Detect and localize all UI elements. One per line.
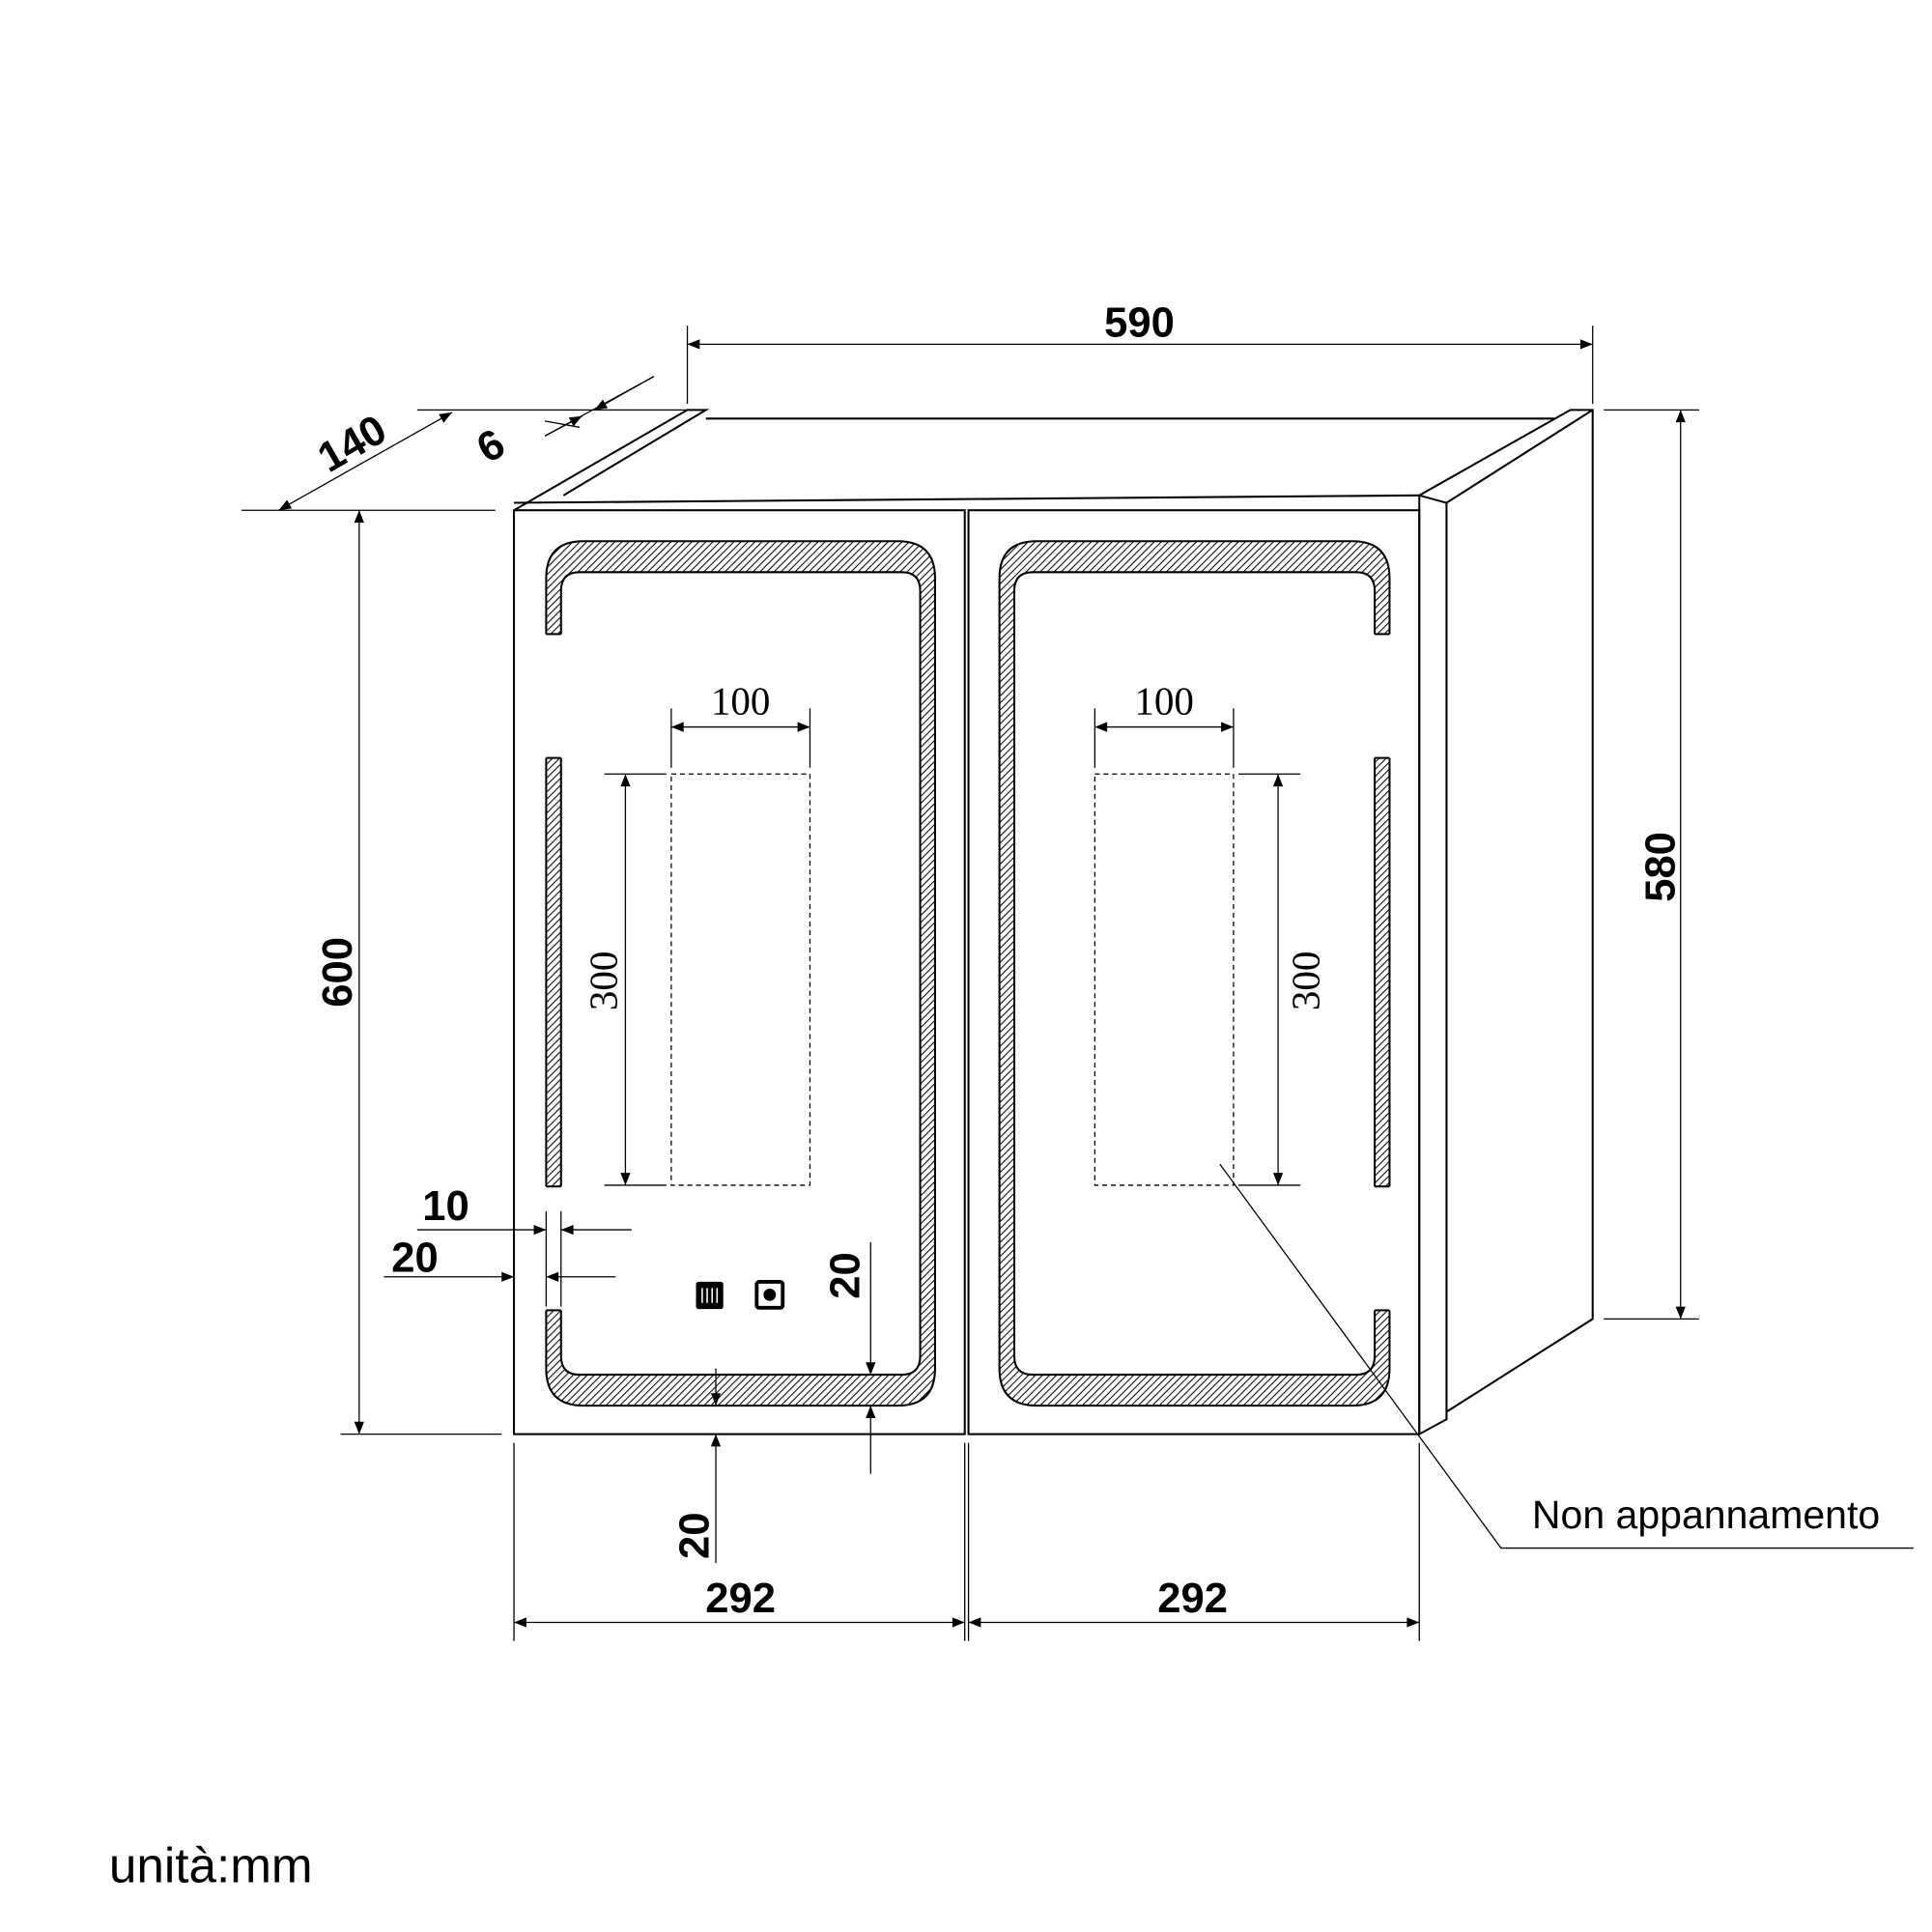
dimension-overall-width: 590 xyxy=(686,300,1594,404)
dim-292-left: 292 xyxy=(705,1576,776,1622)
dimension-overall-height: 600 xyxy=(242,509,502,1435)
dimension-cabinet-height: 580 xyxy=(1604,409,1699,1321)
dimension-defog-heights: 300 300 xyxy=(581,773,1327,1186)
defog-label: Non appannamento xyxy=(1532,1492,1880,1537)
dim-10: 10 xyxy=(422,1183,469,1230)
right-led-strip xyxy=(998,540,1396,1407)
dim-590: 590 xyxy=(1104,300,1175,347)
dim-6: 6 xyxy=(469,420,513,472)
dim-300-left: 300 xyxy=(581,952,625,1011)
dim-100-right: 100 xyxy=(1134,679,1194,724)
dim-300-right: 300 xyxy=(1283,952,1327,1011)
dimension-led-offsets: 10 20 xyxy=(384,1183,632,1307)
unit-label: unità:mm xyxy=(109,1838,313,1893)
left-defog-area xyxy=(670,773,811,1186)
dimension-door-widths: 292 292 xyxy=(513,1442,1420,1641)
defog-callout: Non appannamento xyxy=(1219,1163,1914,1549)
left-door[interactable] xyxy=(513,509,966,1435)
dim-292-right: 292 xyxy=(1157,1576,1228,1622)
dim-580: 580 xyxy=(1637,832,1684,902)
heater-switch-icon[interactable] xyxy=(696,1281,724,1310)
dimension-bottom-offsets: 20 20 xyxy=(671,1241,876,1563)
dim-140: 140 xyxy=(310,407,394,482)
dim-20-right: 20 xyxy=(823,1252,869,1298)
dim-20-led: 20 xyxy=(391,1236,438,1282)
light-switch-icon[interactable] xyxy=(754,1280,785,1310)
right-defog-area xyxy=(1094,773,1235,1186)
dim-20-bottom: 20 xyxy=(671,1513,718,1559)
dim-100-left: 100 xyxy=(711,679,771,724)
right-door[interactable] xyxy=(967,509,1421,1435)
dimension-defog-widths: 100 100 xyxy=(670,679,1235,768)
left-led-strip xyxy=(539,540,936,1407)
dim-600: 600 xyxy=(315,937,361,1008)
